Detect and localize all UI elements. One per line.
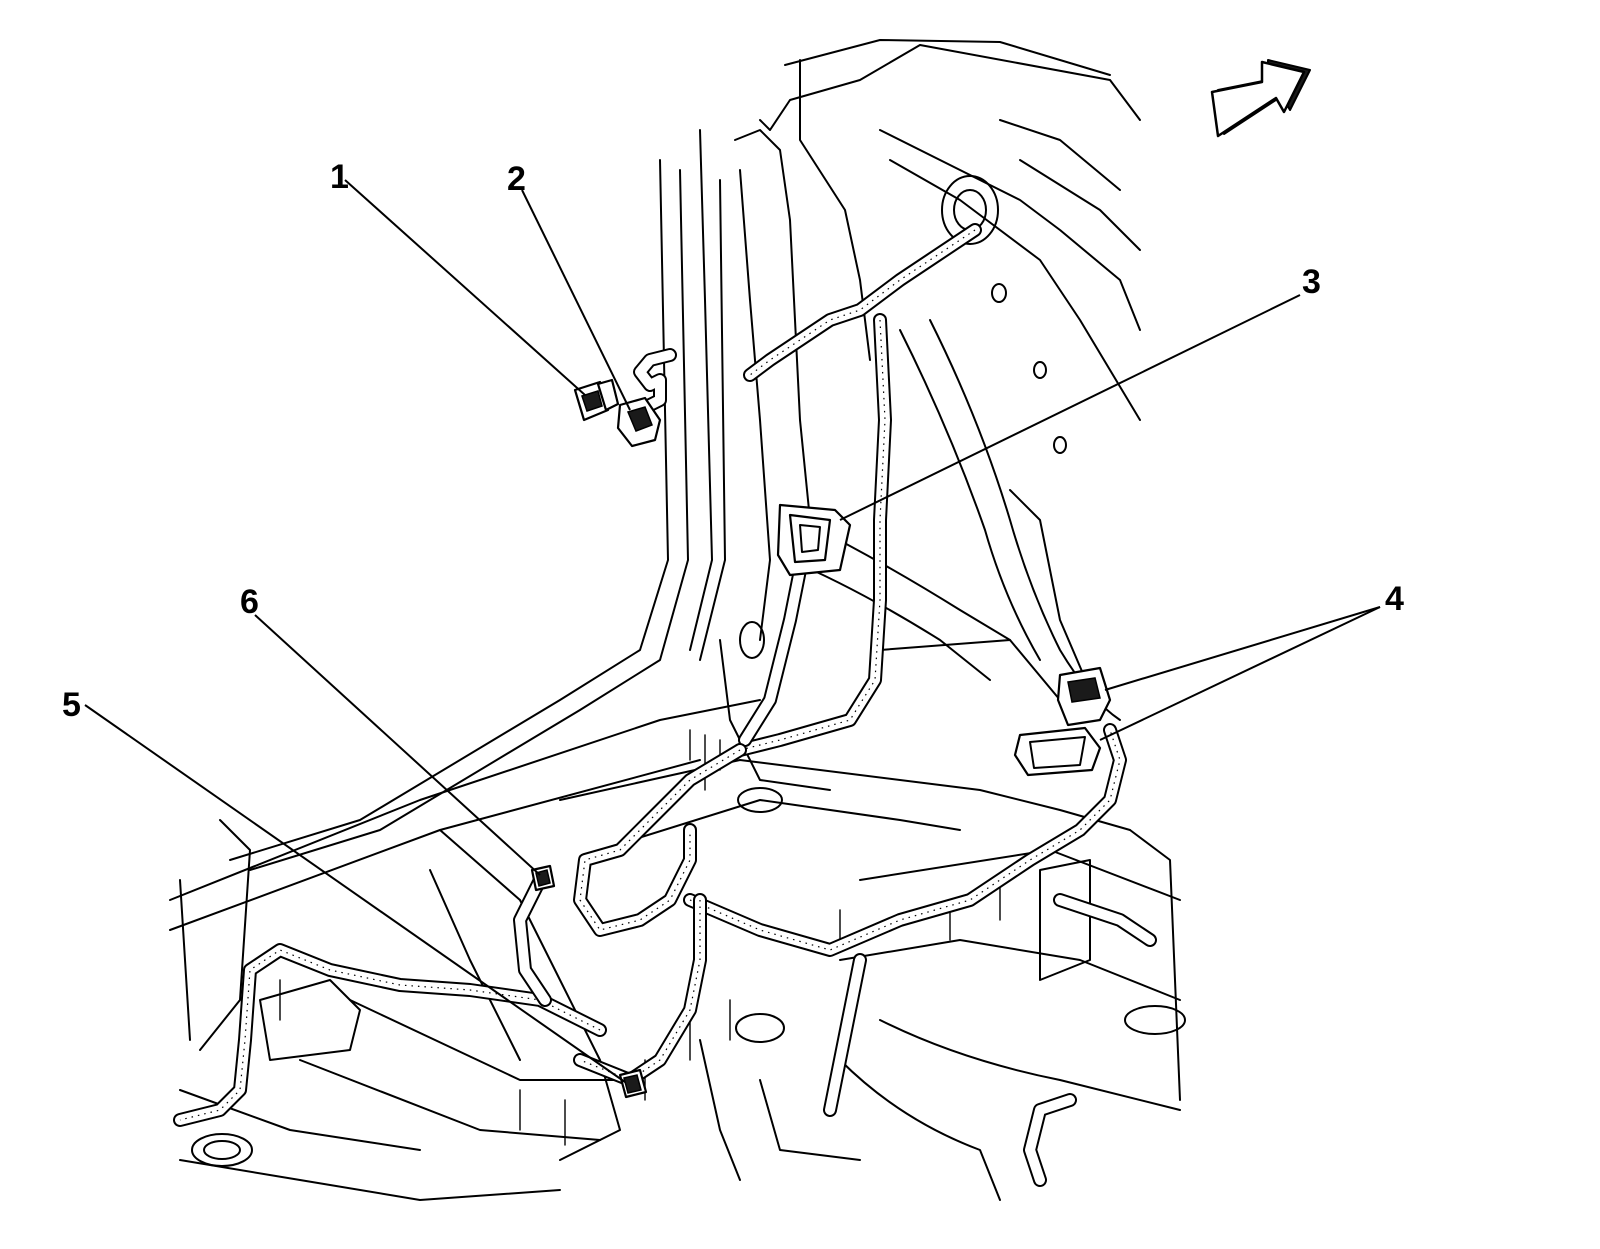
callout-label-2: 2 [507,160,526,198]
callout-label-1: 1 [330,158,349,196]
connector-4-lower [1013,726,1102,777]
callout-label-6: 6 [240,583,259,621]
connector-4-upper [1056,666,1112,727]
callout-label-4: 4 [1385,580,1404,618]
leader-lines [84,179,1381,1083]
callout-label-3: 3 [1302,263,1321,301]
connector-5 [618,1068,648,1099]
leader-4a [1104,606,1381,691]
connector-2 [616,396,662,448]
forward-direction-arrow-icon [1210,59,1311,138]
callout-label-5: 5 [62,686,81,724]
leader-3 [839,294,1301,521]
connector-1 [573,378,620,422]
leader-1 [344,179,586,396]
connector-3 [776,503,852,577]
leader-2 [521,189,631,411]
leader-4b [1099,606,1381,741]
leader-6 [254,614,541,876]
leader-5 [84,704,626,1083]
